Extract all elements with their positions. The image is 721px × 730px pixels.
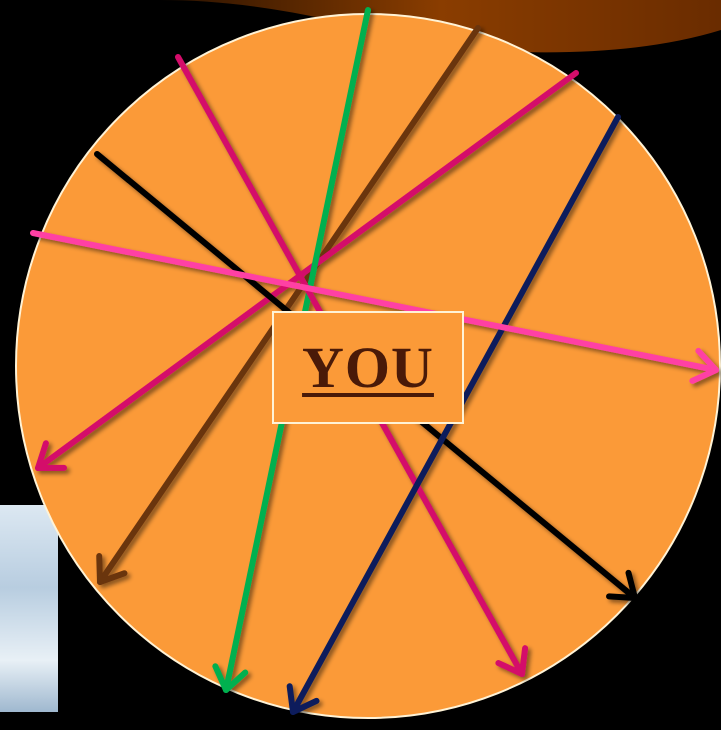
sky-photo-fragment <box>0 505 58 712</box>
you-label: YOU <box>302 339 434 397</box>
you-box: YOU <box>272 311 464 424</box>
